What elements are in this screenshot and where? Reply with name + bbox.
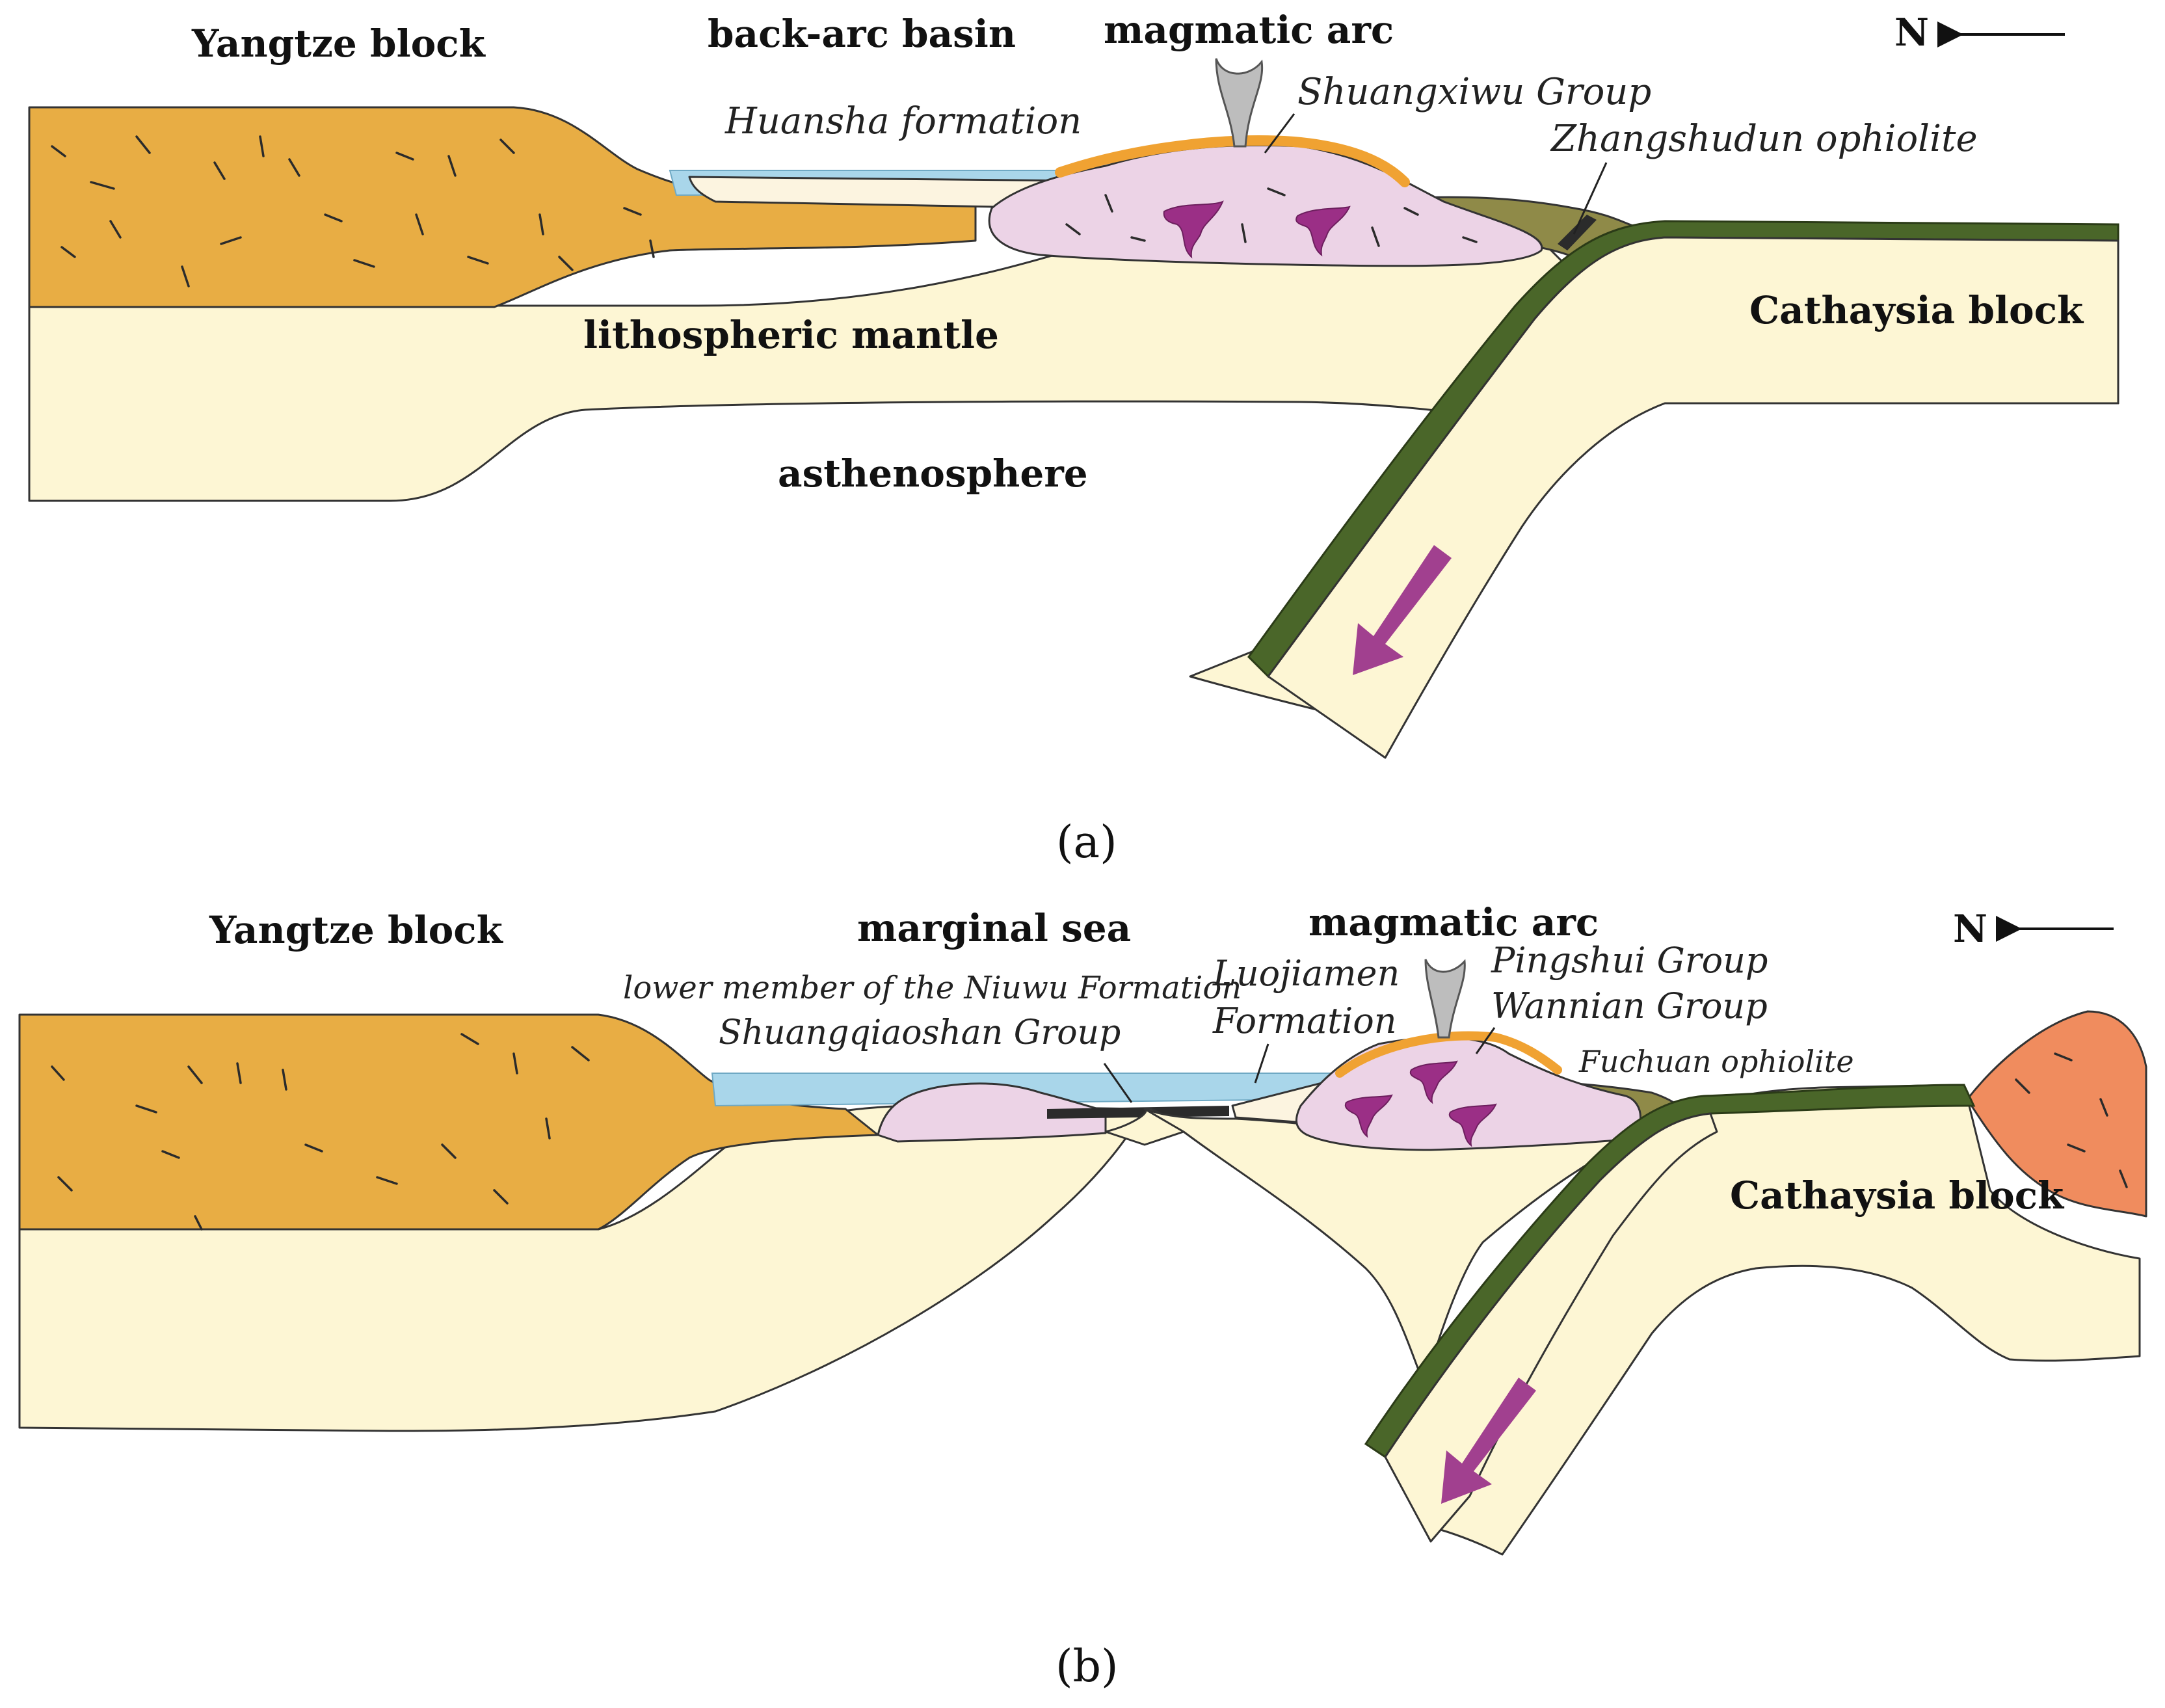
volcano-icon bbox=[1215, 58, 1264, 148]
label-niuwu-formation: lower member of the Niuwu Formation bbox=[623, 970, 1242, 1006]
label-north-a: N bbox=[1894, 10, 1929, 55]
caption-b: (b) bbox=[1056, 1641, 1119, 1692]
label-luojiamen-2: Formation bbox=[1212, 1000, 1397, 1041]
label-magmatic-arc-a: magmatic arc bbox=[1104, 8, 1394, 52]
label-cathaysia-block-b: Cathaysia block bbox=[1730, 1173, 2065, 1218]
oceanic-crust-strip-b bbox=[1047, 1106, 1229, 1119]
leader-shuangxiwu bbox=[1264, 113, 1295, 153]
label-north-b: N bbox=[1953, 907, 1987, 951]
label-huansha-formation: Huansha formation bbox=[724, 100, 1082, 142]
yangtze-crust-a bbox=[28, 106, 977, 308]
volcanic-cover-b bbox=[1335, 1031, 1562, 1078]
crust-texture-a bbox=[51, 135, 655, 287]
label-shuangqiaoshan-group: Shuangqiaoshan Group bbox=[719, 1013, 1121, 1052]
downgoing-lithosphere-a bbox=[1267, 236, 2119, 759]
zhangshudun-ophiolite-a bbox=[1558, 215, 1597, 250]
label-back-arc-basin-a: back-arc basin bbox=[708, 12, 1016, 56]
arc-texture-a bbox=[1065, 187, 1478, 247]
shuangqiaoshan-block bbox=[877, 1082, 1107, 1143]
pluton-b-2 bbox=[1344, 1094, 1393, 1138]
cathaysia-crust-b bbox=[1966, 1010, 2147, 1218]
panel-a: Yangtze block back-arc basin magmatic ar… bbox=[28, 8, 2119, 868]
label-marginal-sea: marginal sea bbox=[857, 906, 1131, 950]
label-yangtze-block-b: Yangtze block bbox=[209, 908, 504, 952]
downgoing-lithosphere-b bbox=[1384, 1112, 1718, 1543]
volcano-icon-b bbox=[1424, 959, 1466, 1039]
cathaysia-crust-texture-b bbox=[2015, 1052, 2128, 1188]
label-cathaysia-block-a: Cathaysia block bbox=[1749, 288, 2084, 332]
down-left-arrow-icon-b bbox=[1441, 1378, 1536, 1504]
leader-luojiamen bbox=[1254, 1043, 1269, 1084]
pluton-b-1 bbox=[1409, 1060, 1458, 1104]
label-wannian-group: Wannian Group bbox=[1491, 985, 1768, 1026]
pluton-a-1 bbox=[1163, 200, 1224, 259]
caption-a: (a) bbox=[1056, 817, 1117, 868]
label-lithospheric-mantle: lithospheric mantle bbox=[583, 313, 999, 357]
label-zhangshudun-ophiolite: Zhangshudun ophiolite bbox=[1550, 118, 1978, 160]
leader-wannian bbox=[1475, 1027, 1496, 1054]
label-fuchuan-ophiolite: Fuchuan ophiolite bbox=[1578, 1044, 1854, 1079]
pluton-b-3 bbox=[1448, 1103, 1497, 1147]
label-pingshui-group: Pingshui Group bbox=[1491, 940, 1768, 981]
label-luojiamen-1: Luojiamen bbox=[1212, 953, 1400, 994]
crust-texture-b bbox=[51, 1033, 590, 1231]
label-asthenosphere: asthenosphere bbox=[778, 451, 1088, 496]
magmatic-arc-b bbox=[1295, 1036, 1641, 1151]
pluton-a-2 bbox=[1295, 206, 1351, 257]
label-yangtze-block-a: Yangtze block bbox=[191, 21, 486, 66]
label-magmatic-arc-b: magmatic arc bbox=[1308, 900, 1599, 944]
leader-zhangshudun bbox=[1573, 162, 1608, 235]
label-shuangxiwu-group: Shuangxiwu Group bbox=[1297, 71, 1651, 113]
down-left-arrow-icon bbox=[1353, 545, 1452, 675]
volcanic-cover-a bbox=[1055, 135, 1410, 187]
leader-niuwu bbox=[1103, 1063, 1133, 1103]
panel-b: Yangtze block marginal sea magmatic arc … bbox=[18, 900, 2147, 1692]
